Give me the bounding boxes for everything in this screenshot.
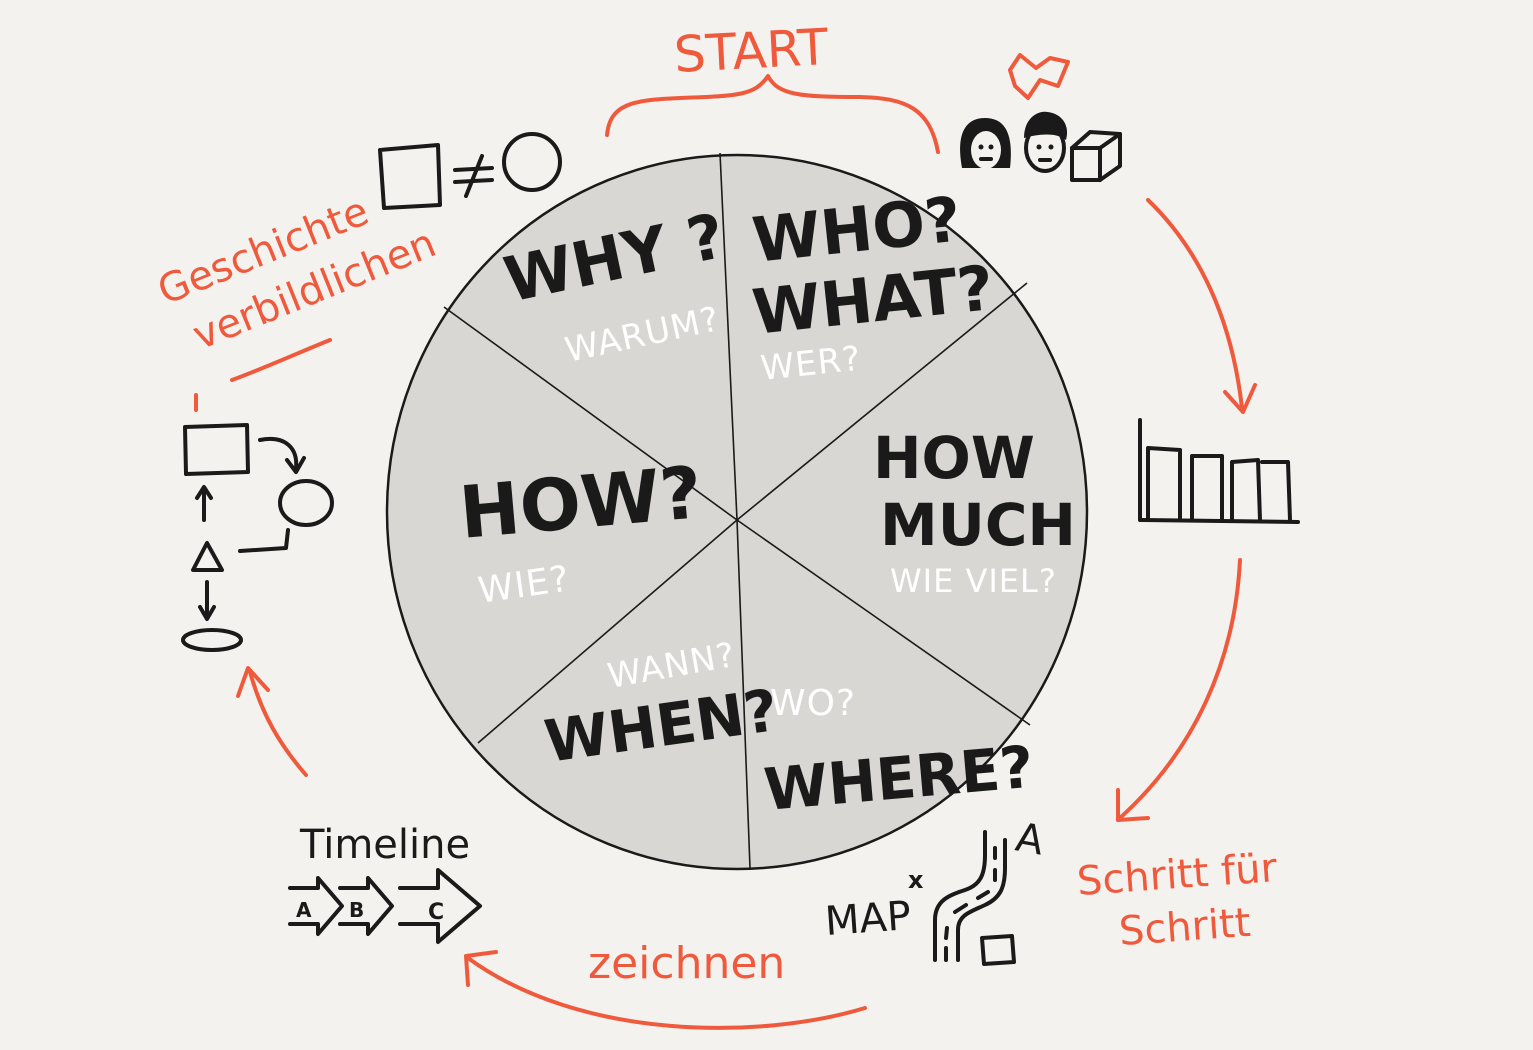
map-marker: A [1012, 815, 1048, 865]
start-brace: START [605, 18, 940, 154]
square-not-equal-circle-icon [378, 132, 562, 210]
segment-how-much-question-2: MUCH [880, 491, 1076, 559]
note-zeichnen: zeichnen [588, 938, 785, 989]
wheel-divider-upper-right [736, 282, 1028, 521]
cycle-arrows [236, 198, 1257, 1030]
box-icon [1070, 130, 1122, 182]
wheel-divider-lower-left [477, 519, 738, 744]
wheel-divider-lower-right [736, 519, 1031, 726]
timeline-title: Timeline [299, 822, 470, 868]
flowchart-icon [181, 393, 334, 652]
arrow-left-icon [236, 666, 308, 777]
timeline-arrows-icon [288, 868, 482, 944]
note-left-underline [230, 338, 332, 382]
timeline-step-c: C [428, 900, 444, 925]
arrow-right-upper-icon [1146, 198, 1257, 414]
note-schritt-fuer-schritt: Schritt für Schritt [1075, 845, 1279, 955]
bar-chart-icon [1138, 418, 1300, 524]
map-label: MAP [823, 893, 912, 945]
timeline-icon: Timeline A B C [288, 822, 482, 944]
note-geschichte-verbildlichen: Geschichte verbildlichen [152, 188, 442, 382]
start-label: START [673, 18, 831, 84]
segment-how-much: HOW MUCH WIE VIEL? [873, 424, 1076, 600]
segment-where-translation: WO? [770, 683, 856, 724]
wheel-divider-top [719, 152, 738, 521]
arrow-right-lower-icon [1116, 558, 1242, 822]
people-and-box-icon [960, 53, 1122, 182]
segment-how-much-translation: WIE VIEL? [890, 562, 1057, 600]
note-right-line2: Schritt [1117, 900, 1252, 955]
arrow-bottom-icon [464, 950, 867, 1030]
timeline-step-a: A [296, 898, 312, 922]
map-cross: x [908, 866, 924, 894]
segment-who-what: WHO? WHAT? WER? [749, 182, 997, 388]
person-1-icon [960, 118, 1011, 169]
map-route-icon: MAP x A [823, 815, 1048, 966]
wheel-divider-upper-left [443, 306, 738, 521]
person-2-icon [1024, 111, 1068, 173]
question-wheel: WHY ? WARUM? WHO? WHAT? WER? HOW MUCH WI… [385, 152, 1089, 871]
note-right-line1: Schritt für [1075, 845, 1279, 905]
segment-how-much-question-1: HOW [873, 424, 1035, 492]
wheel-divider-bottom [736, 519, 751, 869]
timeline-step-b: B [349, 898, 364, 922]
start-brace-icon [605, 74, 940, 154]
speech-burst-icon [1008, 53, 1070, 100]
